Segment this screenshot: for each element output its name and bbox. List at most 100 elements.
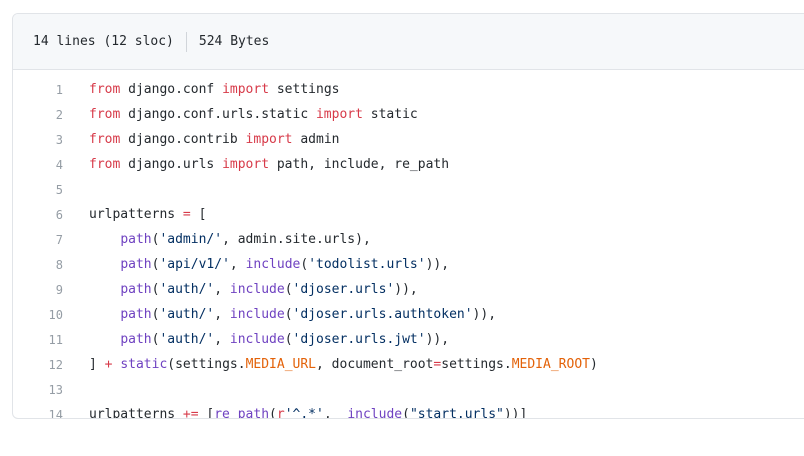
line-code: path('admin/', admin.site.urls), [89,232,370,247]
code-token: [ [190,207,207,222]
code-token: ( [402,407,410,419]
code-line: 8 path('api/v1/', include('todolist.urls… [13,252,804,277]
file-info-bar: 14 lines (12 sloc) 524 Bytes [13,14,804,70]
line-number[interactable]: 7 [55,232,63,247]
code-token: static [120,357,168,372]
line-code: path('auth/', include('djoser.urls')), [89,282,417,297]
line-number[interactable]: 5 [55,182,63,197]
code-token: "start.urls" [409,407,504,419]
line-number[interactable]: 4 [55,157,63,172]
line-number[interactable]: 14 [48,407,63,419]
code-line: 11 path('auth/', include('djoser.urls.jw… [13,327,804,352]
code-token: ] [89,357,105,372]
code-body: 1 from django.conf import settings 2 from d… [13,70,804,419]
code-line: 13 [13,377,804,402]
code-token: ( [151,282,160,297]
line-number[interactable]: 6 [55,207,63,222]
code-token: include [229,282,285,297]
code-line: 3 from django.contrib import admin [13,127,804,152]
code-token: include [245,257,301,272]
code-token: MEDIA_URL [245,357,317,372]
code-token: ( [284,307,293,322]
code-token: ( [269,407,277,419]
code-token: ))] [503,407,528,419]
line-number[interactable]: 13 [48,382,63,397]
code-token: , [214,307,230,322]
file-size-info: 524 Bytes [198,34,270,49]
line-number[interactable]: 10 [48,307,63,322]
code-token: include [229,307,285,322]
code-token: = [182,207,191,222]
code-line: 6 urlpatterns = [ [13,202,804,227]
code-token: django.conf [120,82,223,97]
code-line: 2 from django.conf.urls.static import sta… [13,102,804,127]
line-code: path('auth/', include('djoser.urls.autht… [89,307,496,322]
line-code: path('auth/', include('djoser.urls.jwt')… [89,332,449,347]
file-viewer: 14 lines (12 sloc) 524 Bytes 1 from djang… [12,13,804,419]
code-token: , document_root [316,357,434,372]
line-number[interactable]: 9 [55,282,63,297]
line-number[interactable]: 12 [48,357,63,372]
line-number[interactable]: 3 [55,132,63,147]
code-token: + [104,357,113,372]
code-line: 9 path('auth/', include('djoser.urls')), [13,277,804,302]
code-token: 'todolist.urls' [308,257,426,272]
code-token: path [120,332,152,347]
line-number[interactable]: 1 [55,82,63,97]
code-token: [ [198,407,215,419]
code-token: path [120,282,152,297]
code-token: 'admin/' [159,232,223,247]
code-token: 'auth/' [159,282,215,297]
code-token: '^.*' [284,407,324,419]
code-token: = [433,357,442,372]
code-token: import [315,107,363,122]
code-token [89,232,120,247]
code-token: static [362,107,418,122]
code-token: import [245,132,293,147]
code-line: 10 path('auth/', include('djoser.urls.au… [13,302,804,327]
code-token: django.urls [120,157,223,172]
code-token: )), [472,307,497,322]
code-token: )), [425,332,450,347]
code-token: include [347,407,403,419]
code-token: from [89,157,121,172]
line-number[interactable]: 2 [55,107,63,122]
code-token: from [89,107,121,122]
code-token: 'auth/' [159,307,215,322]
code-token: django.conf.urls.static [120,107,316,122]
code-token: ( [151,257,160,272]
code-token: ( [151,307,160,322]
line-code: urlpatterns += [re_path(r'^.*', include(… [89,407,528,419]
code-token: path [120,257,152,272]
line-code: from django.contrib import admin [89,132,339,147]
code-token: urlpatterns [89,207,183,222]
code-token: urlpatterns [89,407,183,419]
line-code: from django.conf.urls.static import stat… [89,107,418,122]
code-token: ( [284,332,293,347]
code-token [89,332,120,347]
code-token: 'api/v1/' [159,257,230,272]
code-token: r [276,407,285,419]
code-token: from [89,82,121,97]
code-token: ( [284,282,293,297]
code-token: , [323,407,348,419]
code-token: , [214,332,230,347]
line-code: from django.urls import path, include, r… [89,157,449,172]
code-token: ( [151,332,160,347]
code-token [89,282,120,297]
code-token: (settings. [167,357,246,372]
code-line: 7 path('admin/', admin.site.urls), [13,227,804,252]
code-token: admin [292,132,340,147]
code-token: settings [269,82,340,97]
line-number[interactable]: 11 [48,332,63,347]
line-code: urlpatterns = [ [89,207,206,222]
code-token: 'djoser.urls' [292,282,395,297]
code-token [89,307,120,322]
code-token: include [229,332,285,347]
code-token: 'djoser.urls.jwt' [292,332,426,347]
code-token: ) [589,357,598,372]
line-number[interactable]: 8 [55,257,63,272]
code-token: ( [151,232,160,247]
